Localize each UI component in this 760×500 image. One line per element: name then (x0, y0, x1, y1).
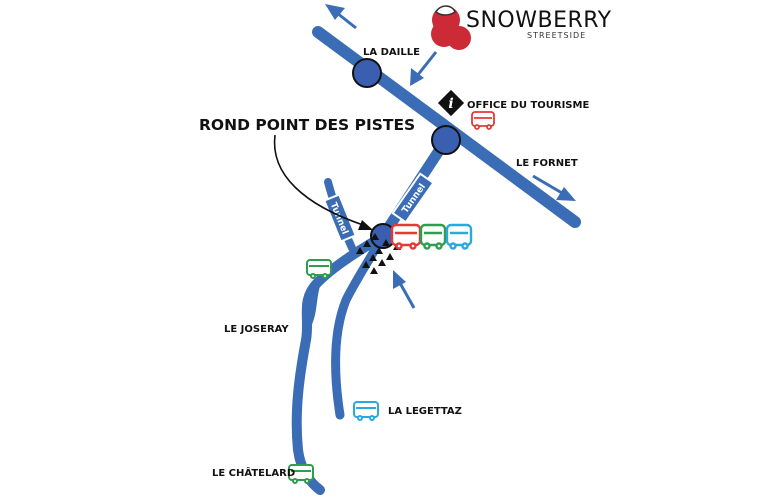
piste-marker-icon (386, 253, 394, 260)
bus-stops (288, 111, 495, 484)
label-office-du-tourisme: OFFICE DU TOURISME (467, 100, 589, 111)
road-to-chatelard (291, 231, 388, 495)
tunnel-badge-west-bg (323, 193, 357, 243)
direction-arrows (325, 4, 576, 309)
rond-point-callout (273, 134, 373, 230)
brand-subtitle: STREETSIDE (527, 31, 586, 40)
piste-marker-icon (363, 240, 371, 247)
snowberry-logo: SNOWBERRY STREETSIDE (431, 5, 612, 50)
piste-marker-icon (382, 239, 390, 246)
arrow-le-fornet-icon (532, 174, 576, 201)
piste-marker-icon (369, 254, 377, 261)
piste-marker-icon (362, 261, 370, 268)
callout-arrowhead-icon (358, 220, 373, 230)
piste-marker-icon (378, 259, 386, 266)
piste-marker-icon (375, 247, 383, 254)
roundabout-la-daille (352, 58, 382, 88)
piste-marker-icon (356, 247, 364, 254)
tunnel-badge-main-bg (391, 172, 435, 224)
label-la-daille: LA DAILLE (363, 47, 420, 58)
info-icon-letter: i (448, 96, 453, 112)
callout-curve (273, 134, 364, 226)
info-icon: i (435, 87, 467, 119)
brand-name: SNOWBERRY (466, 8, 612, 33)
tunnel-badge-west: Tunnel (323, 193, 357, 243)
bus-icon-blue (353, 401, 379, 421)
arrow-from-south-icon (393, 270, 416, 309)
bus-icon-green (306, 259, 332, 279)
label-le-chatelard: LE CHÂTELARD (212, 466, 295, 479)
side-road-joseray (303, 279, 321, 333)
arrow-north-west-icon (325, 4, 357, 30)
piste-marker-icon (371, 233, 379, 240)
bus-icon-blue (445, 223, 473, 250)
roundabouts (352, 58, 461, 249)
bus-icon-red (390, 223, 422, 250)
berry-logo-icon (431, 5, 471, 50)
label-rond-point-des-pistes: ROND POINT DES PISTES (199, 116, 415, 134)
bus-icon-green (288, 464, 314, 484)
roundabout-office (431, 125, 461, 155)
label-le-fornet: LE FORNET (516, 158, 578, 169)
bus-icon-red (471, 111, 495, 130)
label-le-joseray: LE JOSERAY (224, 324, 289, 335)
arrow-from-logo-icon (410, 51, 438, 86)
bus-icon-green (419, 223, 447, 250)
piste-marker-icon (370, 267, 378, 274)
road-to-legettaz (331, 231, 388, 420)
label-la-legettaz: LA LEGETTAZ (388, 406, 462, 417)
